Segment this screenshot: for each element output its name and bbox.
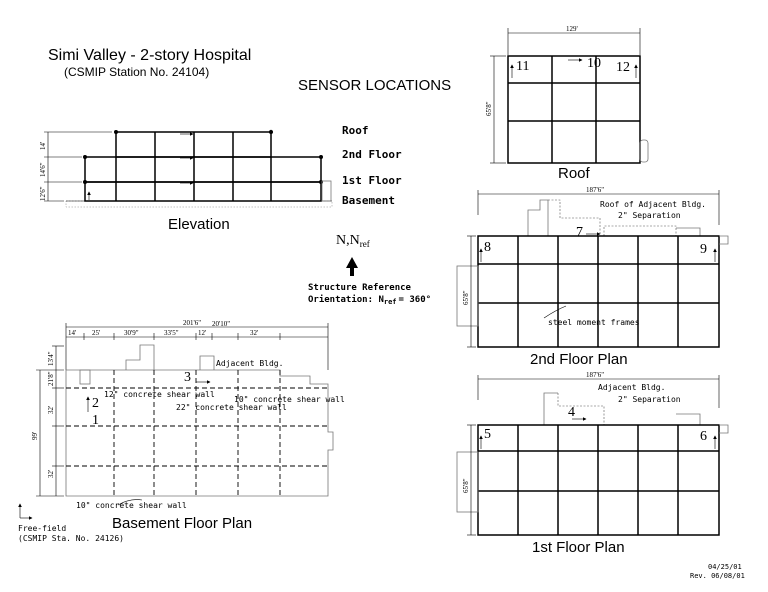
basement-width-dim: 201'6" [183, 319, 201, 327]
north-arrow: N,Nref Structure Reference Orientation: … [308, 233, 431, 306]
sensor-10: 10 [587, 56, 601, 71]
roof-plan: 129' 65'8" 11 10 12 Roof [485, 25, 649, 182]
basement-left-dim-3: 32' [47, 406, 55, 414]
basement-top-dim-4: 33'5" [164, 329, 179, 337]
basement-wall-22: 22" concrete shear wall [176, 403, 287, 412]
basement-wall-10a: 10" concrete shear wall [234, 395, 345, 404]
roof-caption: Roof [558, 165, 591, 182]
second-depth-dim: 65'8" [462, 290, 470, 305]
sensor-2: 2 [92, 396, 99, 411]
ground-hatch [65, 200, 333, 208]
sensor-locations-heading: SENSOR LOCATIONS [298, 77, 451, 94]
basement-depth-dim: 99' [31, 432, 39, 440]
basement-floor-plan: 201'6" 14' 25' 30'9" 33'5" 12' 20'10" 32… [31, 319, 345, 532]
basement-wall-12: 12" concrete shear wall [104, 390, 215, 399]
basement-top-dim-5: 12' [198, 329, 206, 337]
elevation-caption: Elevation [168, 216, 230, 233]
basement-wall-10b: 10" concrete shear wall [76, 501, 187, 510]
sensor-9: 9 [700, 242, 707, 257]
floor-label-basement: Basement [342, 194, 395, 207]
page-title: Simi Valley - 2-story Hospital [48, 47, 251, 64]
first-floor-caption: 1st Floor Plan [532, 539, 625, 556]
first-note-adjacent: Adjacent Bldg. [598, 383, 665, 392]
elevation-dim-14: 14' [39, 142, 47, 150]
revision-date: Rev. 06/08/01 [690, 572, 745, 580]
basement-top-dim-2: 25' [92, 329, 100, 337]
basement-top-dim-1: 14' [68, 329, 76, 337]
roof-width-dim: 129' [566, 25, 578, 33]
revision-dates: 04/25/01 Rev. 06/08/01 [690, 563, 745, 580]
second-width-dim: 187'6" [586, 186, 604, 194]
second-note-frames: steel moment frames [548, 318, 640, 327]
second-note-separation: 2" Separation [618, 211, 681, 220]
structure-ref-line2: Orientation: Nref= 360° [308, 294, 431, 306]
header: Simi Valley - 2-story Hospital (CSMIP St… [48, 47, 451, 94]
elevation-dim-12-6: 12'6" [39, 186, 47, 201]
sensor-5: 5 [484, 427, 491, 442]
basement-caption: Basement Floor Plan [112, 515, 252, 532]
basement-note-adjacent: Adjacent Bldg. [216, 359, 283, 368]
basement-top-dim-3: 30'9" [124, 329, 139, 337]
first-floor-plan: 187'6" Adjacent Bldg. 2" Separation 65'8… [456, 371, 729, 556]
sensor-7: 7 [576, 225, 583, 240]
sensor-6: 6 [700, 429, 707, 444]
second-floor-plan: 187'6" Roof of Adjacent Bldg. 2" Separat… [456, 186, 729, 368]
north-arrow-icon [346, 257, 358, 276]
sensor-12: 12 [616, 60, 630, 75]
structure-ref-line1: Structure Reference [308, 283, 412, 293]
sensor-4: 4 [568, 405, 575, 420]
floor-label-2nd: 2nd Floor [342, 148, 402, 161]
free-field-label: Free-field [18, 524, 66, 533]
sensor-11: 11 [516, 59, 529, 74]
north-label: N,Nref [336, 233, 370, 249]
basement-left-dim-1: 13'4" [47, 351, 55, 366]
second-note-roof: Roof of Adjacent Bldg. [600, 200, 706, 209]
basement-left-dim-4: 32' [47, 470, 55, 478]
page-subtitle: (CSMIP Station No. 24104) [64, 65, 209, 79]
elevation-view: 14' 14'6" 12'6" Roof 2nd Floor 1st Floor… [39, 124, 402, 233]
sensor-8: 8 [484, 240, 491, 255]
first-width-dim: 187'6" [586, 371, 604, 379]
elevation-dim-14-6: 14'6" [39, 162, 47, 177]
floor-label-roof: Roof [342, 124, 369, 137]
sensor-1: 1 [92, 413, 99, 428]
basement-top-dim-6: 20'10" [212, 320, 230, 328]
free-field-marker: Free-field (CSMIP Sta. No. 24126) [18, 503, 124, 543]
second-floor-caption: 2nd Floor Plan [530, 351, 628, 368]
roof-depth-dim: 65'8" [485, 101, 493, 116]
drawing-date: 04/25/01 [708, 563, 742, 571]
first-note-separation: 2" Separation [618, 395, 681, 404]
floor-label-1st: 1st Floor [342, 174, 402, 187]
basement-top-dim-7: 32' [250, 329, 258, 337]
sensor-3: 3 [184, 370, 191, 385]
basement-left-dim-2: 21'8" [47, 371, 55, 386]
free-field-station: (CSMIP Sta. No. 24126) [18, 534, 124, 543]
first-depth-dim: 65'8" [462, 478, 470, 493]
